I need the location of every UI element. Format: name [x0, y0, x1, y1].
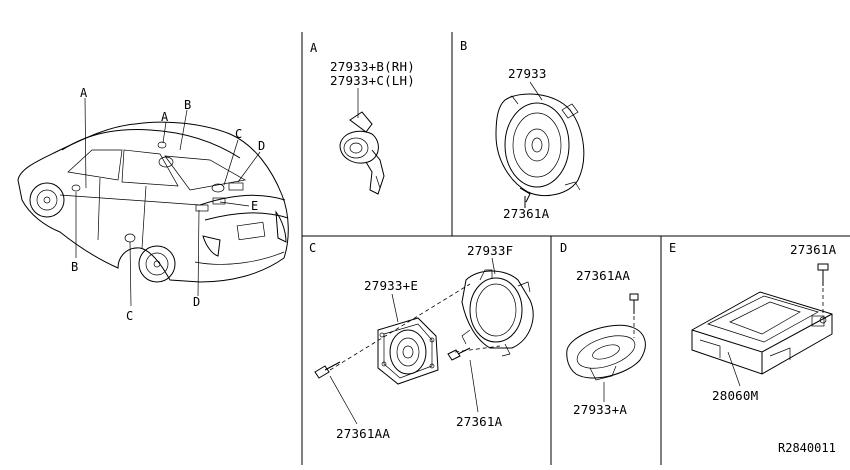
part-label-27933: 27933 [508, 66, 547, 81]
callout-c-top: C [235, 127, 242, 141]
leader-27933f [491, 257, 496, 275]
screw-27361aa-d [629, 293, 639, 314]
screw-27361a-e [817, 263, 829, 286]
part-label-27361a-c: 27361A [456, 414, 503, 429]
panel-dividers [301, 32, 850, 465]
part-label-27933-e: 27933+E [364, 278, 418, 293]
screw-27361aa-c [314, 361, 341, 379]
screw-27361a-c [447, 347, 471, 361]
callout-a-left: A [80, 86, 88, 100]
tweeter-speaker-drawing [339, 88, 385, 195]
section-c-title: C [309, 241, 316, 255]
leader-27933-e [391, 293, 399, 323]
callout-b-top: B [184, 98, 191, 112]
spacer-ring-drawing [461, 269, 534, 357]
door-speaker-drawing [495, 93, 585, 208]
amplifier-drawing [691, 291, 833, 375]
part-label-27361a-e: 27361A [790, 242, 837, 257]
callout-b-bottom: B [71, 260, 78, 274]
part-label-27933-c-lh: 27933+C(LH) [330, 73, 415, 88]
callout-d-top: D [258, 139, 265, 153]
section-b-title: B [460, 39, 467, 53]
part-label-28060m: 28060M [712, 388, 758, 403]
callout-a-right: A [161, 110, 169, 124]
callout-d-bottom: D [193, 295, 200, 309]
part-label-27361aa-d: 27361AA [576, 268, 630, 283]
rear-speaker-drawing [377, 317, 439, 385]
assembly-dash-2 [454, 345, 501, 353]
callout-c-bottom: C [126, 309, 133, 323]
part-label-27361a-b: 27361A [503, 206, 550, 221]
leader-28060m [727, 351, 741, 387]
section-a-title: A [310, 41, 318, 55]
part-label-27933-a: 27933+A [573, 402, 627, 417]
part-label-27361aa-c: 27361AA [336, 426, 390, 441]
assembly-dash-1 [329, 283, 471, 371]
part-label-27933f: 27933F [467, 243, 513, 258]
leader-27361aa-c [329, 375, 358, 425]
callout-e: E [251, 199, 258, 213]
section-e-title: E [669, 241, 676, 255]
leader-27361a-c [469, 359, 479, 413]
part-label-27933-b-rh: 27933+B(RH) [330, 59, 415, 74]
leader-27933 [529, 81, 543, 101]
figure-id: R2840011 [778, 441, 836, 455]
car-illustration [17, 97, 289, 307]
section-d-title: D [560, 241, 567, 255]
oval-speaker-drawing [566, 324, 646, 381]
